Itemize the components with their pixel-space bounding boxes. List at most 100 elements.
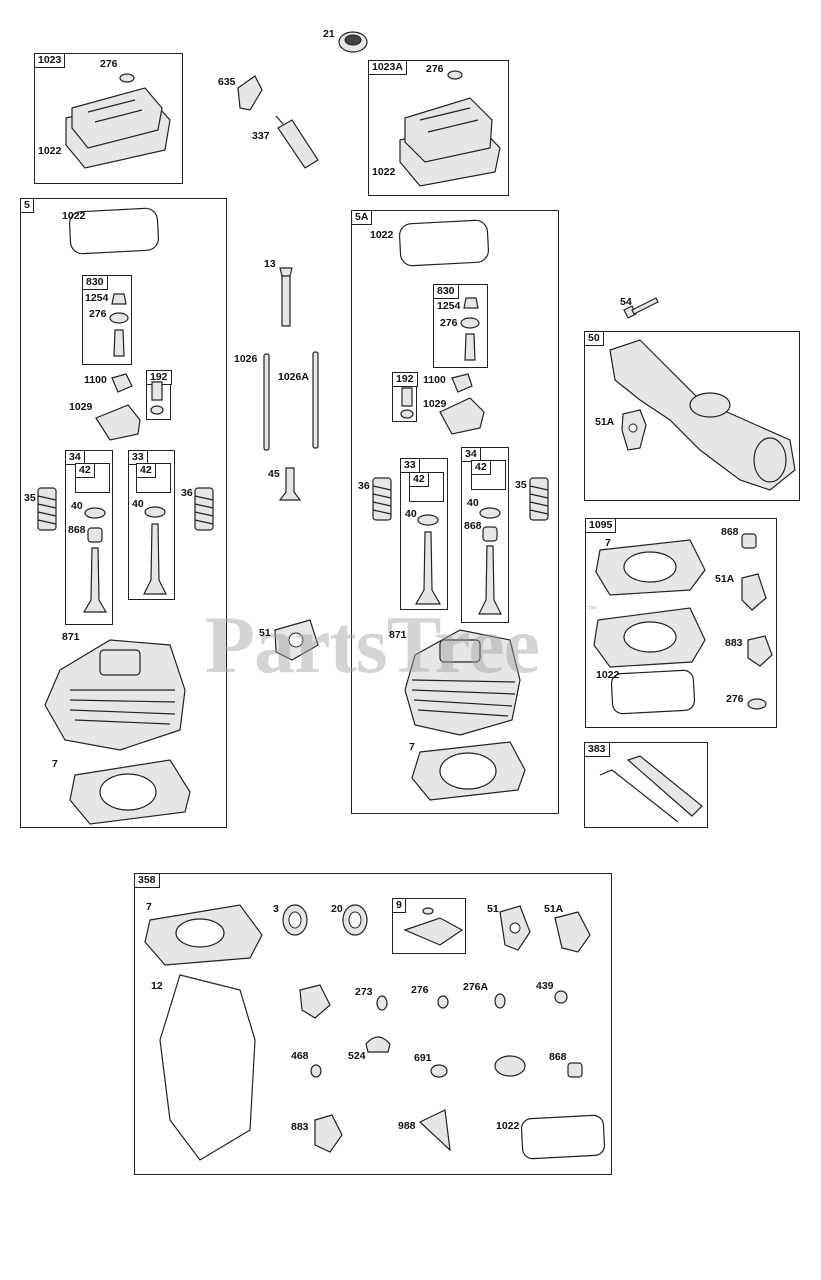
cylinder-head-right [404, 629, 521, 736]
box-label-5: 5 [20, 198, 34, 213]
label-40-right-34: 40 [467, 497, 479, 509]
box-830-right: 830 [433, 284, 488, 368]
label-276-1095: 276 [726, 693, 744, 705]
label-1029-left: 1029 [69, 401, 93, 413]
box-358: 358 [134, 873, 612, 1175]
label-51a-box50: 51A [595, 416, 615, 428]
box-34-right: 34 [461, 447, 509, 623]
head-gasket-7-left [69, 759, 191, 825]
label-54: 54 [620, 296, 632, 308]
rocker-1029-left [95, 373, 164, 441]
box-label-42-right-1: 42 [409, 472, 429, 487]
valve-right-34 [478, 507, 502, 615]
label-358-276: 276 [411, 984, 429, 996]
kit-1095-parts [593, 533, 773, 715]
valve-cover-1023a [399, 70, 501, 187]
box-label-1095: 1095 [585, 518, 617, 533]
label-1100-left: 1100 [84, 374, 107, 386]
label-358-988: 988 [398, 1120, 416, 1132]
label-1022-1095: 1022 [596, 669, 620, 681]
label-21: 21 [323, 28, 335, 40]
label-1254-right: 1254 [437, 300, 461, 312]
label-35-right: 35 [515, 479, 527, 491]
box-label-1023a: 1023A [368, 60, 407, 75]
label-868-1095: 868 [721, 526, 739, 538]
label-40-right-33: 40 [405, 508, 417, 520]
gasket-1022-box5 [68, 207, 160, 255]
box-50: 50 [584, 331, 800, 501]
label-358-524: 524 [348, 1050, 366, 1062]
box-label-830-left: 830 [82, 275, 108, 290]
label-36-right: 36 [358, 480, 370, 492]
label-358-3: 3 [273, 903, 279, 915]
label-276-1023a: 276 [426, 63, 444, 75]
box-label-830-right: 830 [433, 284, 459, 299]
bolt-54 [623, 297, 659, 319]
spring-36-left [194, 487, 214, 531]
rocker-stud-830-right [460, 297, 480, 361]
box-34-left: 34 [65, 450, 113, 625]
label-1029-right: 1029 [423, 398, 447, 410]
label-868-left: 868 [68, 524, 86, 536]
kit-358-parts [144, 904, 606, 1161]
valve-left-34 [82, 507, 108, 613]
label-40-left-33: 40 [132, 498, 144, 510]
box-label-42-left-1: 42 [75, 463, 95, 478]
label-51a-1095: 51A [715, 573, 735, 585]
label-1026: 1026 [234, 353, 258, 365]
label-883-1095: 883 [725, 637, 743, 649]
tool-383 [599, 755, 703, 823]
box-42-left-2: 42 [136, 463, 171, 493]
box-1023: 1023 [34, 53, 183, 184]
label-358-273: 273 [355, 986, 373, 998]
watermark-tm: ™ [587, 604, 596, 614]
valve-left-33 [143, 506, 167, 595]
label-358-12: 12 [151, 980, 163, 992]
push-rods [263, 267, 319, 501]
label-1022-1023: 1022 [38, 145, 62, 157]
valve-right-33 [414, 514, 442, 605]
box-label-34-right: 34 [461, 447, 481, 462]
box-192-right: 192 [392, 372, 418, 422]
label-36-left: 36 [181, 487, 193, 499]
gasket-1022-box5a [398, 219, 490, 267]
gasket-51-middle [274, 619, 319, 661]
label-358-276a: 276A [463, 981, 489, 993]
label-1254-left: 1254 [85, 292, 109, 304]
label-358-868: 868 [549, 1051, 567, 1063]
label-7-1095: 7 [605, 537, 611, 549]
box-5a: 5A [351, 210, 559, 814]
label-51-middle: 51 [259, 627, 271, 639]
label-358-439: 439 [536, 980, 554, 992]
box-label-9: 9 [392, 898, 406, 913]
label-358-7: 7 [146, 901, 152, 913]
label-40-left-34: 40 [71, 500, 83, 512]
box-383: 383 [584, 742, 708, 828]
label-1022-box5a: 1022 [370, 229, 394, 241]
label-45: 45 [268, 468, 280, 480]
label-276-1023: 276 [100, 58, 118, 70]
label-35-left: 35 [24, 492, 36, 504]
box-label-50: 50 [584, 331, 604, 346]
box-42-left-1: 42 [75, 463, 110, 493]
box-1023a: 1023A [368, 60, 509, 196]
label-358-883: 883 [291, 1121, 309, 1133]
box-label-1023: 1023 [34, 53, 66, 68]
box-9: 9 [392, 898, 466, 954]
box-5: 5 [20, 198, 227, 828]
label-358-468: 468 [291, 1050, 309, 1062]
box-label-192-right: 192 [392, 372, 418, 387]
rocker-1029-right [400, 373, 485, 435]
label-337: 337 [252, 130, 270, 142]
label-1022-box5: 1022 [62, 210, 86, 222]
valve-cover-1023 [65, 73, 171, 169]
label-1100-right: 1100 [423, 374, 446, 386]
spring-35-left [37, 487, 57, 531]
box-42-right-2: 42 [471, 460, 506, 490]
label-358-20: 20 [331, 903, 343, 915]
label-276-right: 276 [440, 317, 458, 329]
cylinder-head-left [44, 639, 186, 751]
box-1095: 1095 [585, 518, 777, 728]
